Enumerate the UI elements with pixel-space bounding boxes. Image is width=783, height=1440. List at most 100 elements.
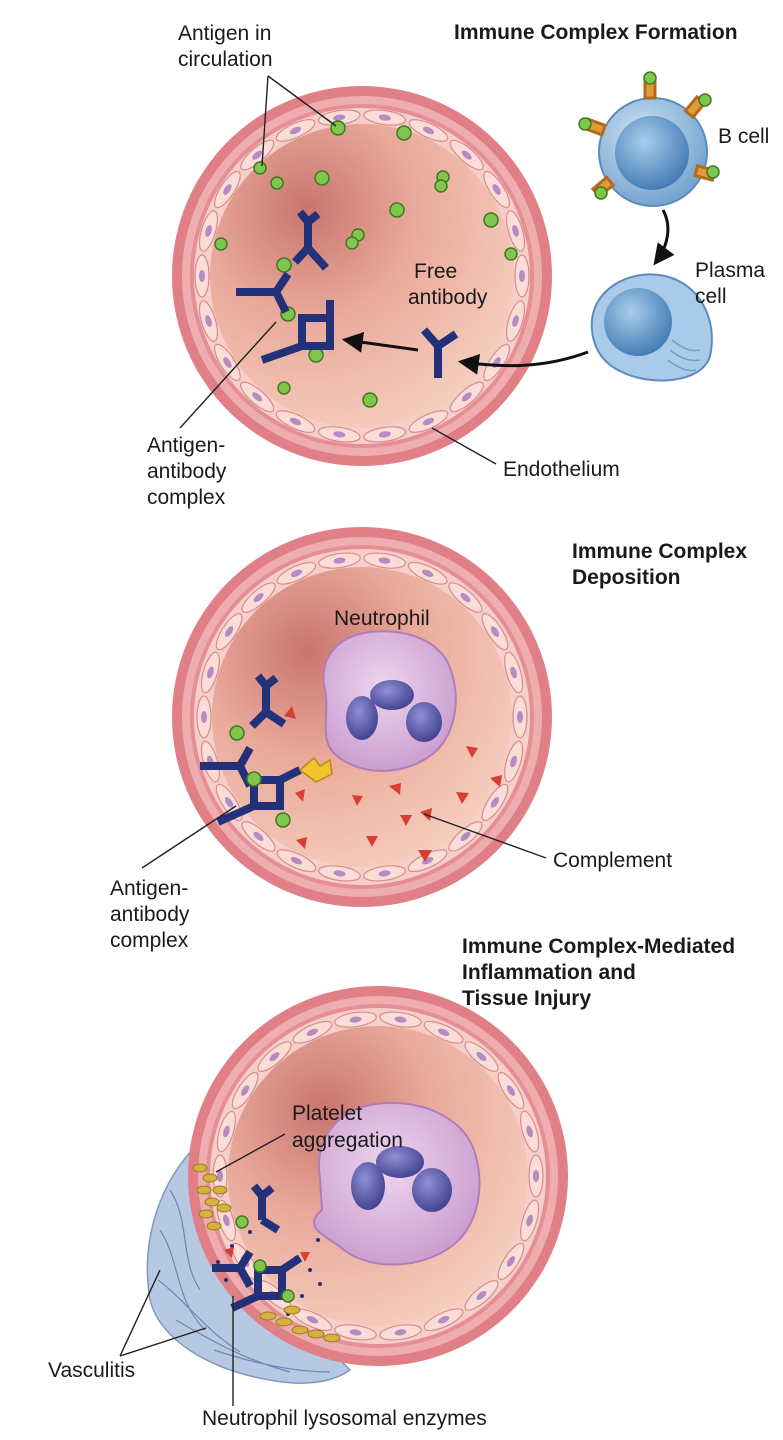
svg-text:Plasma: Plasma	[695, 259, 765, 282]
endothelial-nucleus	[333, 557, 346, 564]
endothelial-nucleus	[223, 1214, 230, 1227]
endothelial-nucleus	[460, 593, 471, 603]
complement-fragments	[284, 706, 502, 862]
endothelial-nucleus	[506, 1256, 516, 1267]
antigen-antibody-complex-1	[236, 209, 334, 364]
endothelial-nucleus	[224, 797, 234, 808]
endothelial-nucleus	[252, 392, 263, 402]
endothelial-nucleus	[240, 1085, 250, 1096]
label-antigen-antibody-complex-1: Antigen- antibody complex	[147, 321, 277, 509]
svg-text:Tissue Injury: Tissue Injury	[462, 987, 591, 1010]
svg-text:cell: cell	[695, 285, 727, 308]
endothelial-nucleus	[460, 831, 471, 841]
endothelial-nucleus	[378, 431, 391, 438]
endothelial-nucleus	[512, 225, 519, 237]
endothelial-nucleus	[290, 569, 302, 577]
endothelial-nucleus	[492, 184, 501, 195]
label-plasma-cell: Plasma cell	[695, 259, 765, 308]
endothelial-nucleus	[205, 225, 212, 237]
endothelial-nucleus	[201, 711, 207, 723]
endothelial-nucleus	[422, 417, 435, 426]
endothelial-nucleus	[438, 1028, 450, 1036]
endothelial-nucleus	[289, 126, 302, 135]
svg-text:Deposition: Deposition	[572, 566, 681, 589]
endothelial-nucleus	[526, 1214, 533, 1227]
endothelial-nucleus	[252, 150, 263, 160]
endothelial-nucleus	[207, 666, 214, 679]
endothelial-nucleus	[476, 1052, 487, 1062]
antigen-particles	[214, 120, 518, 408]
plasma-cell	[590, 273, 713, 382]
endothelial-nucleus	[289, 417, 302, 426]
title-panel-2: Immune Complex Deposition	[572, 540, 747, 589]
label-b-cell: B cell	[718, 125, 769, 148]
endothelial-nucleus	[394, 1329, 407, 1336]
endothelial-nucleus	[512, 315, 519, 327]
svg-text:Vasculitis: Vasculitis	[48, 1359, 135, 1382]
endothelial-nucleus	[349, 1329, 362, 1336]
panel-3-inflammation-tissue-injury: Immune Complex-Mediated Inflammation and…	[48, 935, 735, 1430]
label-antigen-antibody-complex-2: Antigen- antibody complex	[110, 805, 237, 952]
endothelial-nucleus	[223, 1125, 230, 1138]
endothelial-nucleus	[217, 1170, 223, 1182]
svg-text:aggregation: aggregation	[292, 1129, 403, 1152]
endothelial-nucleus	[378, 114, 391, 121]
endothelial-nucleus	[205, 315, 212, 327]
svg-text:antibody: antibody	[147, 460, 227, 483]
blood-vessel-1	[172, 86, 552, 466]
svg-text:Immune Complex: Immune Complex	[572, 540, 747, 563]
svg-text:Platelet: Platelet	[292, 1102, 362, 1125]
label-neutrophil: Neutrophil	[334, 607, 430, 630]
endothelial-nucleus	[306, 1316, 318, 1324]
neutrophil-3	[313, 1101, 481, 1266]
endothelial-nucleus	[510, 666, 517, 679]
antigen-antibody-complex-3	[212, 1183, 310, 1312]
neutrophil-2	[322, 630, 457, 772]
endothelial-nucleus	[519, 270, 525, 282]
endothelial-nucleus	[269, 1052, 280, 1062]
svg-text:Endothelium: Endothelium	[503, 458, 620, 481]
svg-text:Complement: Complement	[553, 849, 672, 872]
svg-text:Free: Free	[414, 260, 457, 283]
label-vasculitis: Vasculitis	[48, 1269, 207, 1382]
svg-text:complex: complex	[110, 929, 189, 952]
endothelial-nucleus	[461, 150, 472, 160]
endothelial-nucleus	[378, 870, 391, 877]
endothelial-nucleus	[253, 593, 264, 603]
svg-text:antibody: antibody	[110, 903, 190, 926]
platelets	[192, 1163, 341, 1343]
free-antibody	[420, 327, 459, 378]
endothelial-nucleus	[333, 114, 346, 121]
endothelial-nucleus	[461, 392, 472, 402]
svg-text:Immune Complex-Mediated: Immune Complex-Mediated	[462, 935, 735, 958]
panel-2-immune-complex-deposition: Immune Complex Deposition Neutrophil Ant…	[110, 527, 747, 952]
svg-text:Neutrophil lysosomal enzymes: Neutrophil lysosomal enzymes	[202, 1407, 487, 1430]
label-neutrophil-lysosomal-enzymes: Neutrophil lysosomal enzymes	[202, 1296, 487, 1430]
title-panel-3: Immune Complex-Mediated Inflammation and…	[462, 935, 735, 1010]
label-platelet-aggregation: Platelet aggregation	[215, 1102, 403, 1173]
endothelial-nucleus	[476, 1290, 487, 1300]
endothelial-nucleus	[224, 626, 234, 637]
endothelial-nucleus	[490, 797, 500, 808]
endothelial-nucleus	[333, 431, 346, 438]
endothelial-nucleus	[510, 755, 517, 768]
label-endothelium: Endothelium	[431, 427, 620, 481]
endothelial-nucleus	[490, 626, 500, 637]
endothelial-nucleus	[306, 1028, 318, 1036]
endothelial-nucleus	[378, 557, 391, 564]
label-antigen-in-circulation: Antigen in circulation	[178, 22, 337, 167]
endothelial-nucleus	[333, 870, 346, 877]
svg-text:Inflammation and: Inflammation and	[462, 961, 636, 984]
endothelial-nucleus	[422, 569, 434, 577]
endothelial-nucleus	[199, 270, 205, 282]
label-free-antibody: Free antibody	[408, 260, 488, 309]
endothelial-nucleus	[349, 1016, 362, 1023]
svg-text:Antigen-: Antigen-	[110, 877, 188, 900]
endothelial-nucleus	[517, 711, 523, 723]
svg-text:Immune Complex Formation: Immune Complex Formation	[454, 21, 738, 44]
title-panel-1: Immune Complex Formation	[454, 21, 738, 44]
antigen-antibody-complex-2	[200, 673, 333, 828]
panel-1-immune-complex-formation: Immune Complex Formation Antigen in circ…	[147, 21, 769, 509]
endothelial-nucleus	[223, 184, 232, 195]
